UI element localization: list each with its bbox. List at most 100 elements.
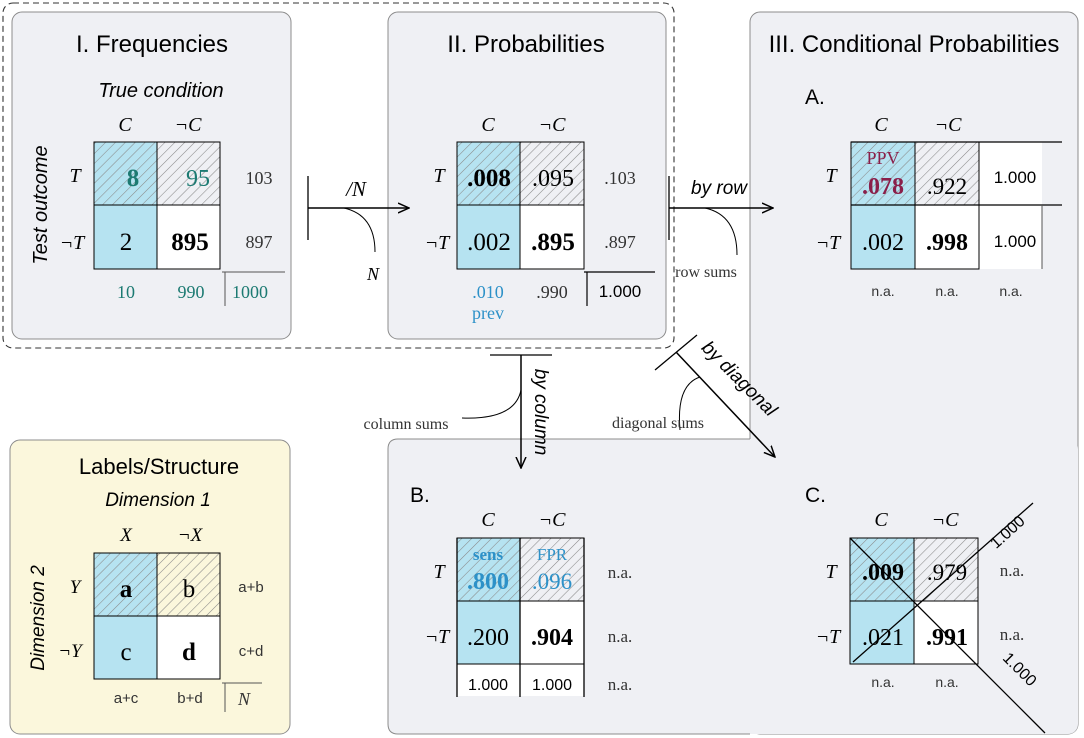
frequencies-row-dimension: Test outcome	[30, 145, 52, 264]
cond-a-col-sum-notc: n.a.	[935, 283, 958, 299]
cond-c-cell-fp-hatch	[914, 538, 978, 601]
freq-cell-tp: 8	[127, 165, 140, 192]
cond-b-cell-fn-bg	[457, 601, 520, 664]
by-diagonal-sub: diagonal sums	[612, 415, 704, 432]
cond-c-cell-fn: .021	[862, 625, 904, 651]
cond-b-col-header-c: C	[481, 509, 495, 531]
freq-row-sum-t: 103	[246, 168, 273, 188]
labels-row-dimension: Dimension 2	[28, 565, 49, 671]
cond-b-cell-fp-hatch	[520, 538, 584, 601]
cond-c-cell-tn-bg	[914, 601, 978, 664]
cond-b-cell-fp: .096	[532, 569, 572, 594]
prob-cell-tp-hatch	[457, 142, 520, 205]
cond-a-row-header-t: T	[825, 165, 838, 187]
cond-b-label: B.	[410, 484, 430, 507]
divide-arrow-label: /N	[345, 177, 367, 201]
cond-c-diagonal-main	[849, 537, 1046, 734]
labels-cell-a: a	[120, 576, 133, 603]
cond-b-col-sum-c: 1.000	[468, 677, 508, 694]
cond-a-row-sum-nott: 1.000	[994, 232, 1037, 251]
cond-a-cell-tn: .998	[926, 230, 968, 256]
cond-c-row-header-nott: ¬T	[816, 626, 842, 648]
cond-a-row-sum-bg-t	[979, 142, 1042, 205]
cond-a-label: A.	[805, 86, 825, 109]
divide-arrow-sub: N	[366, 264, 380, 284]
labels-row-sum-noty: c+d	[239, 643, 264, 660]
cond-b-col-header-notc: ¬C	[539, 509, 566, 531]
labels-cell-b-hatch	[157, 553, 220, 616]
freq-col-sum-c: 10	[117, 282, 135, 302]
divide-arrow-curve	[343, 207, 376, 253]
cond-c-cell-tp: .009	[862, 560, 904, 586]
freq-cell-fp: 95	[186, 166, 210, 192]
labels-col-header-notx: ¬X	[178, 525, 204, 546]
by-column-arrow-curve	[461, 389, 522, 419]
cond-b-row-sum-t: n.a.	[608, 563, 633, 582]
freq-col-header-c: C	[118, 114, 132, 136]
probabilities-matrix: II. Probabilities C ¬C T ¬T .008 .095 .0…	[425, 31, 655, 323]
labels-cell-b: b	[183, 576, 196, 603]
labels-cell-c-bg	[94, 616, 157, 679]
cond-b-row-header-t: T	[433, 561, 446, 583]
cond-b-cell-tp: .800	[467, 569, 509, 595]
labels-cell-d: d	[182, 639, 196, 666]
by-row-sub: row sums	[675, 264, 737, 281]
prob-col-sum-c: .010	[472, 282, 504, 302]
cond-c-row-sum-t: n.a.	[1000, 561, 1025, 580]
cond-c-row-header-t: T	[825, 561, 838, 583]
cond-b-fpr-label: FPR	[537, 545, 568, 564]
prob-cell-fp-hatch	[520, 142, 584, 205]
by-diagonal-arrow-curve	[678, 376, 701, 431]
freq-col-header-notc: ¬C	[175, 114, 202, 136]
cond-a-row-header-nott: ¬T	[816, 232, 842, 254]
prob-cell-tn-bg	[520, 205, 584, 269]
cond-a-row-sum-t: 1.000	[994, 168, 1037, 187]
panel-lower-conditional-border	[387, 438, 750, 735]
probabilities-title: II. Probabilities	[447, 31, 604, 58]
conditional-b-matrix: B. C ¬C T ¬T sens .800 FPR .096 .200 .90…	[410, 484, 632, 697]
prob-cell-fn: .002	[467, 229, 511, 256]
dashed-grouping-frame	[2, 2, 675, 349]
cond-b-cell-fn: .200	[467, 625, 509, 651]
labels-cell-a-hatch	[94, 553, 157, 616]
cond-a-cell-fp: .922	[927, 174, 967, 199]
arrow-by-column: by column column sums	[364, 354, 552, 468]
cond-a-cell-tp-hatch	[851, 142, 915, 205]
cond-a-ppv-label: PPV	[866, 148, 899, 168]
by-row-arrow-curve	[704, 207, 738, 256]
cond-a-col-header-c: C	[874, 114, 888, 136]
freq-total: 1000	[232, 282, 268, 302]
freq-cell-fn-bg	[94, 205, 157, 269]
cond-a-row-sum-bg-nott	[979, 205, 1042, 269]
labels-col-sum-notx: b+d	[177, 690, 202, 707]
arrow-by-row: by row row sums	[668, 176, 773, 281]
labels-cell-d-bg	[157, 616, 220, 679]
cond-b-cell-tp-hatch	[457, 538, 520, 601]
prob-cell-tn: .895	[531, 229, 575, 256]
labels-row-sum-y: a+b	[238, 579, 263, 596]
prob-row-header-t: T	[433, 165, 446, 187]
by-diagonal-arrow-line	[675, 351, 775, 457]
freq-row-header-nott: ¬T	[60, 232, 86, 254]
cond-c-col-sum-c: n.a.	[871, 674, 894, 690]
freq-col-sum-notc: 990	[178, 282, 205, 302]
by-column-sub: column sums	[364, 416, 449, 433]
by-column-label: by column	[530, 369, 551, 456]
prob-prev-label: prev	[472, 303, 504, 323]
freq-row-header-t: T	[69, 165, 82, 187]
cond-b-cell-tn-bg	[520, 601, 584, 664]
frequencies-matrix: I. Frequencies True condition Test outco…	[30, 31, 285, 306]
labels-col-header-x: X	[119, 525, 133, 546]
prob-col-sum-notc: .990	[536, 282, 568, 302]
cond-c-col-header-notc: ¬C	[932, 509, 959, 531]
cond-a-cell-tn-bg	[915, 205, 979, 269]
cond-a-col-header-notc: ¬C	[935, 114, 962, 136]
cond-a-col-sum-c: n.a.	[871, 283, 894, 299]
prob-row-sum-t: .103	[604, 168, 636, 188]
prob-col-header-notc: ¬C	[539, 114, 566, 136]
frequencies-title: I. Frequencies	[76, 31, 228, 58]
freq-cell-tn: 895	[171, 229, 209, 256]
prob-row-header-nott: ¬T	[425, 232, 451, 254]
cond-c-cell-tn: .991	[926, 625, 968, 651]
prob-cell-fn-bg	[457, 205, 520, 269]
